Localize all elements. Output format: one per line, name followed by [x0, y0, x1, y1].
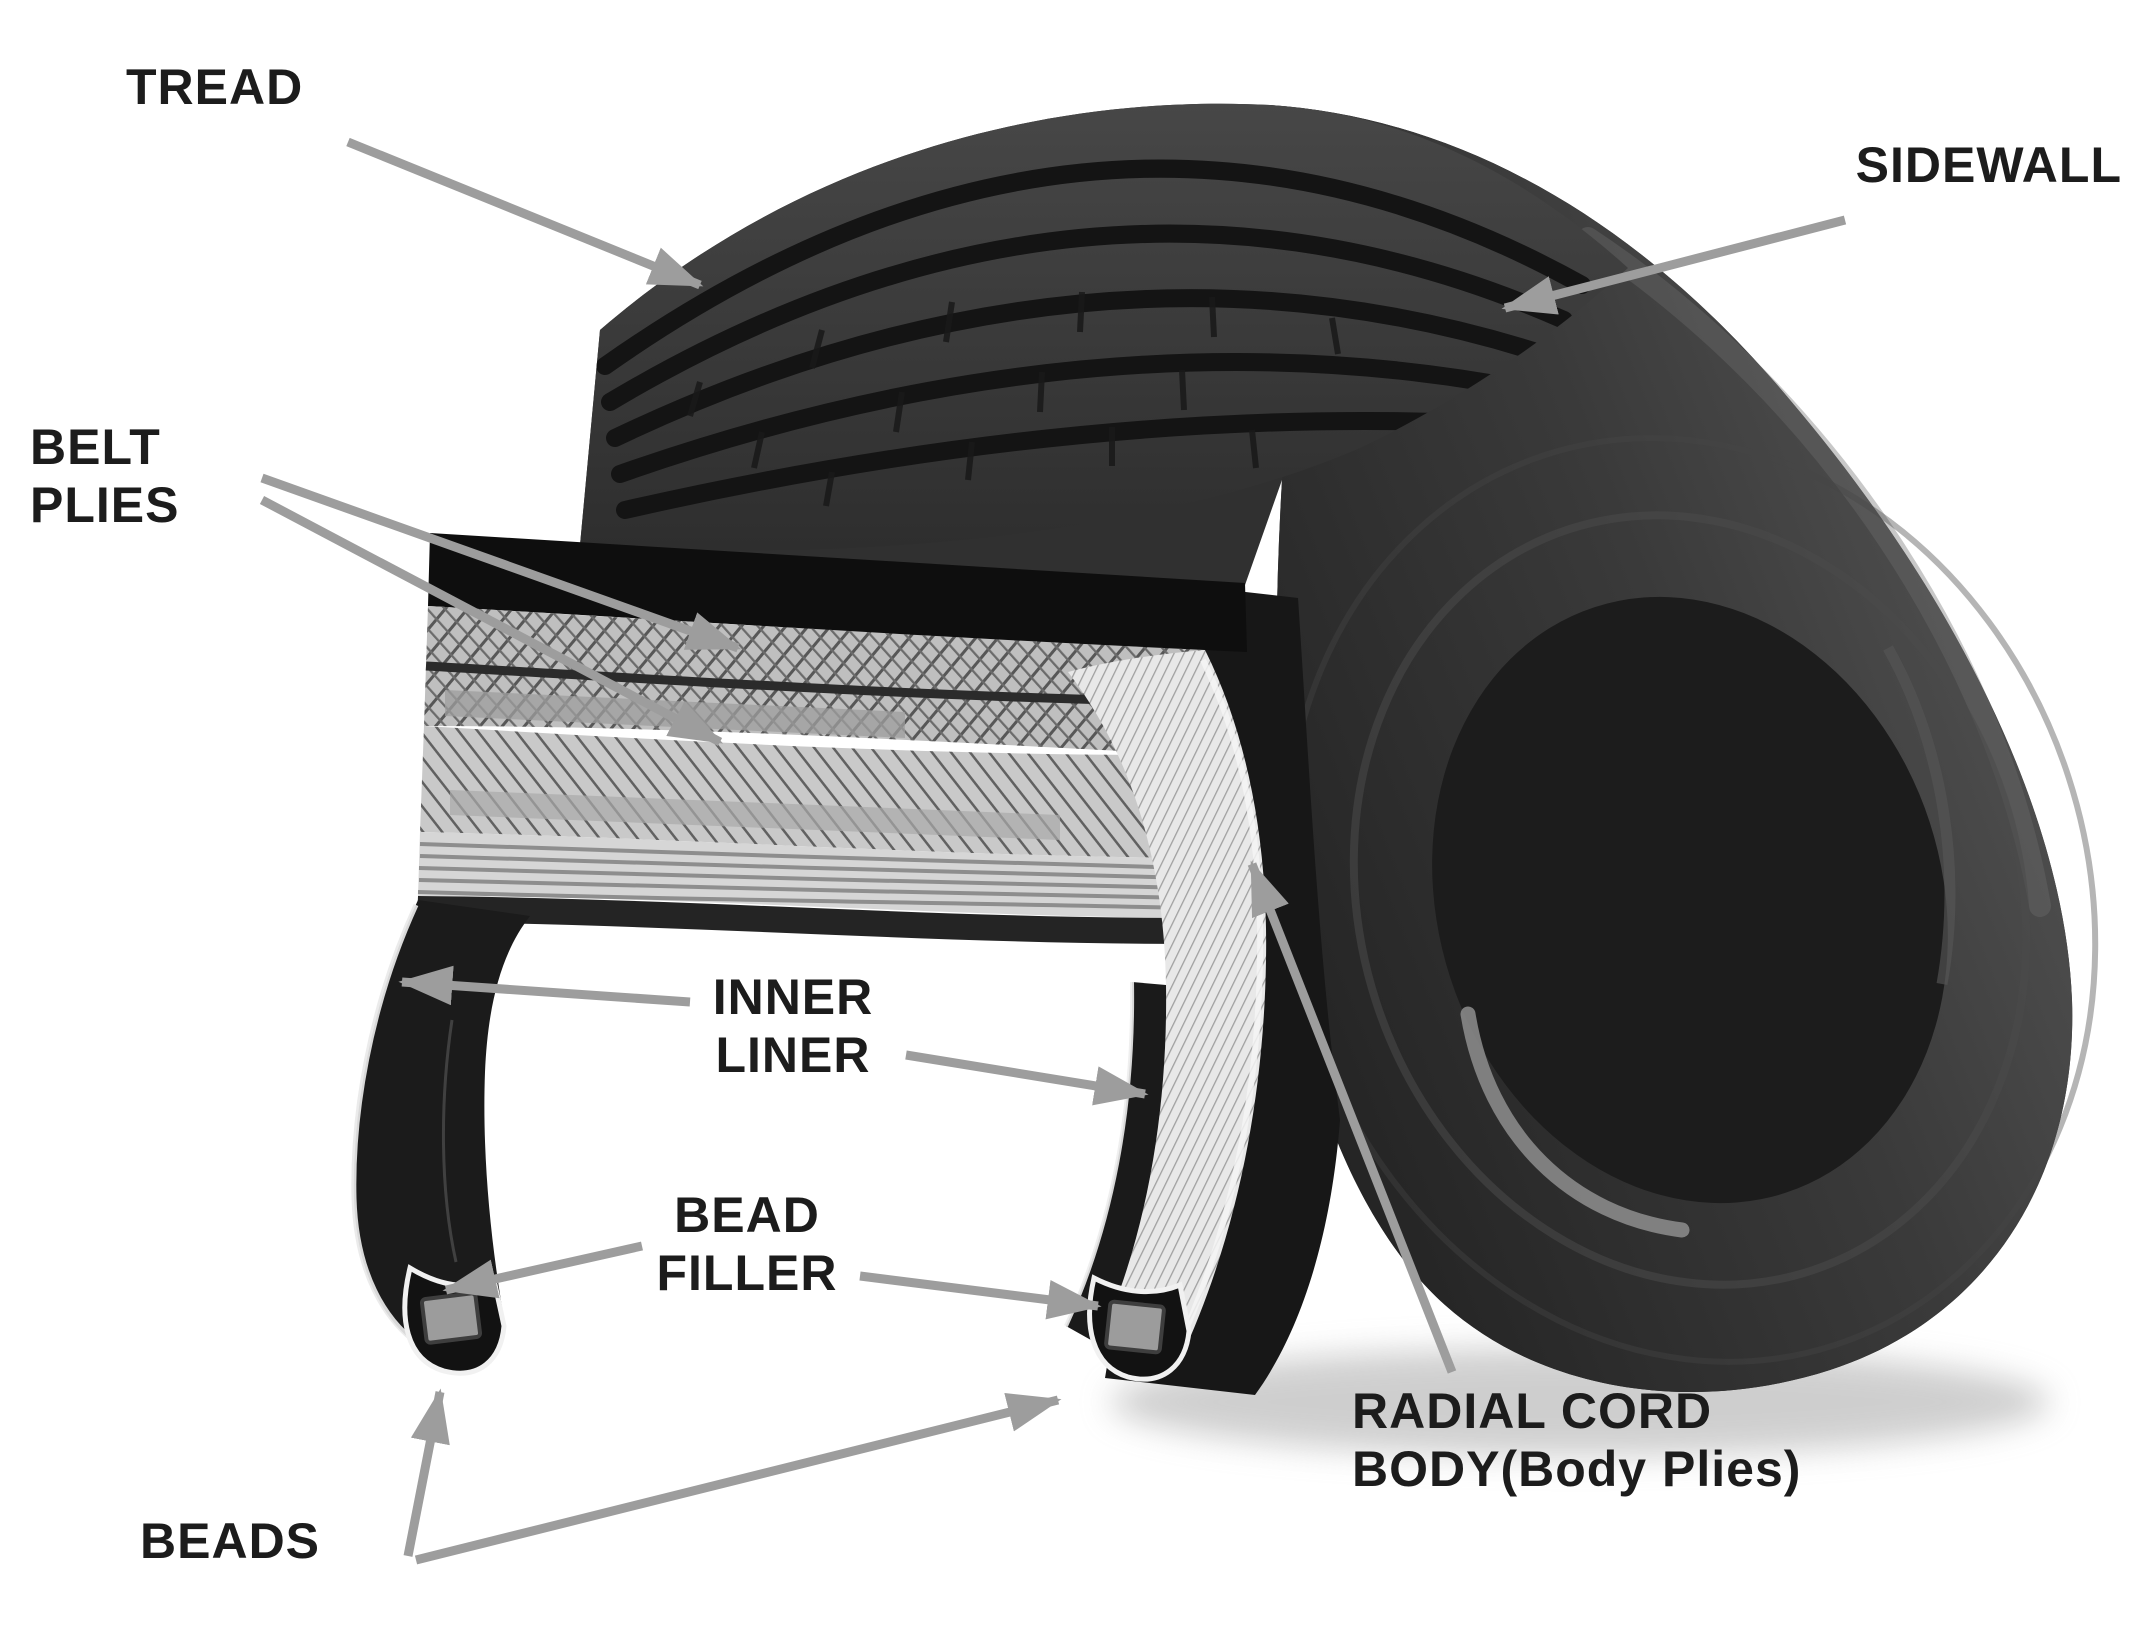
- beads-label: BEADS: [140, 1513, 321, 1569]
- inner-liner-label-line1: INNER: [712, 969, 874, 1025]
- bead-filler-label-line1: BEAD: [674, 1187, 820, 1243]
- belt-plies-label-line1: BELT: [30, 419, 161, 475]
- bead-filler-label-line2: FILLER: [656, 1245, 838, 1301]
- inner-liner-arrow-right: [905, 1050, 1149, 1106]
- tread-grooves: [596, 159, 1591, 519]
- bead-wire-left: [419, 1291, 483, 1345]
- inner-liner-label-line2: LINER: [715, 1027, 871, 1083]
- hub-right-highlight: [1883, 645, 1956, 985]
- inner-liner-left: [351, 900, 530, 1362]
- ply-stripe-band: [417, 832, 1192, 918]
- radial-cord-body-label: RADIAL CORD BODY(Body Plies): [1352, 1382, 1801, 1498]
- inner-liner-arrow-left: [398, 965, 691, 1007]
- belt-plies-arrow-2: [259, 496, 724, 746]
- radial-cord-arrow: [1247, 860, 1457, 1374]
- tread-region: [580, 103, 1628, 551]
- tread-arrow: [346, 137, 704, 290]
- radial-cord-body: [1068, 650, 1267, 1360]
- tire-shadow: [1110, 1348, 2050, 1456]
- bead-filler-label: BEAD FILLER: [652, 1186, 842, 1302]
- rim-flange-highlight: [1460, 1006, 1690, 1238]
- sidewall-arrow: [1501, 215, 1847, 315]
- bead-filler-arrow-left: [442, 1241, 643, 1299]
- radial-cord-body-label-line1: RADIAL CORD: [1352, 1383, 1713, 1439]
- belt-edge-bar-2: [450, 790, 1060, 840]
- tread-cut-edge: [428, 533, 1247, 652]
- callout-arrows: [259, 137, 1847, 1565]
- cutaway-section: [351, 533, 1340, 1395]
- inner-liner-label: INNER LINER: [698, 968, 888, 1084]
- bead-right: [1087, 1274, 1192, 1382]
- ply-underline-band: [417, 896, 1190, 944]
- belt-plies-label-line2: PLIES: [30, 477, 180, 533]
- sidewall-region: [1270, 105, 2099, 1393]
- belt-plies-arrow-1: [260, 473, 742, 653]
- sidewall-label: SIDEWALL: [1855, 137, 2122, 193]
- sidewall-edge-highlight: [1577, 227, 2051, 917]
- belt-plies-label: BELT PLIES: [30, 418, 179, 534]
- bead-filler-arrow-right: [859, 1271, 1102, 1320]
- tread-label: TREAD: [126, 59, 304, 115]
- bead-wire-right: [1104, 1299, 1166, 1355]
- radial-cord-body-label-line2: BODY(Body Plies): [1352, 1441, 1802, 1497]
- tread-sipes: [687, 291, 1341, 507]
- beads-arrow-right: [414, 1392, 1062, 1565]
- beads-arrow-left: [403, 1388, 450, 1557]
